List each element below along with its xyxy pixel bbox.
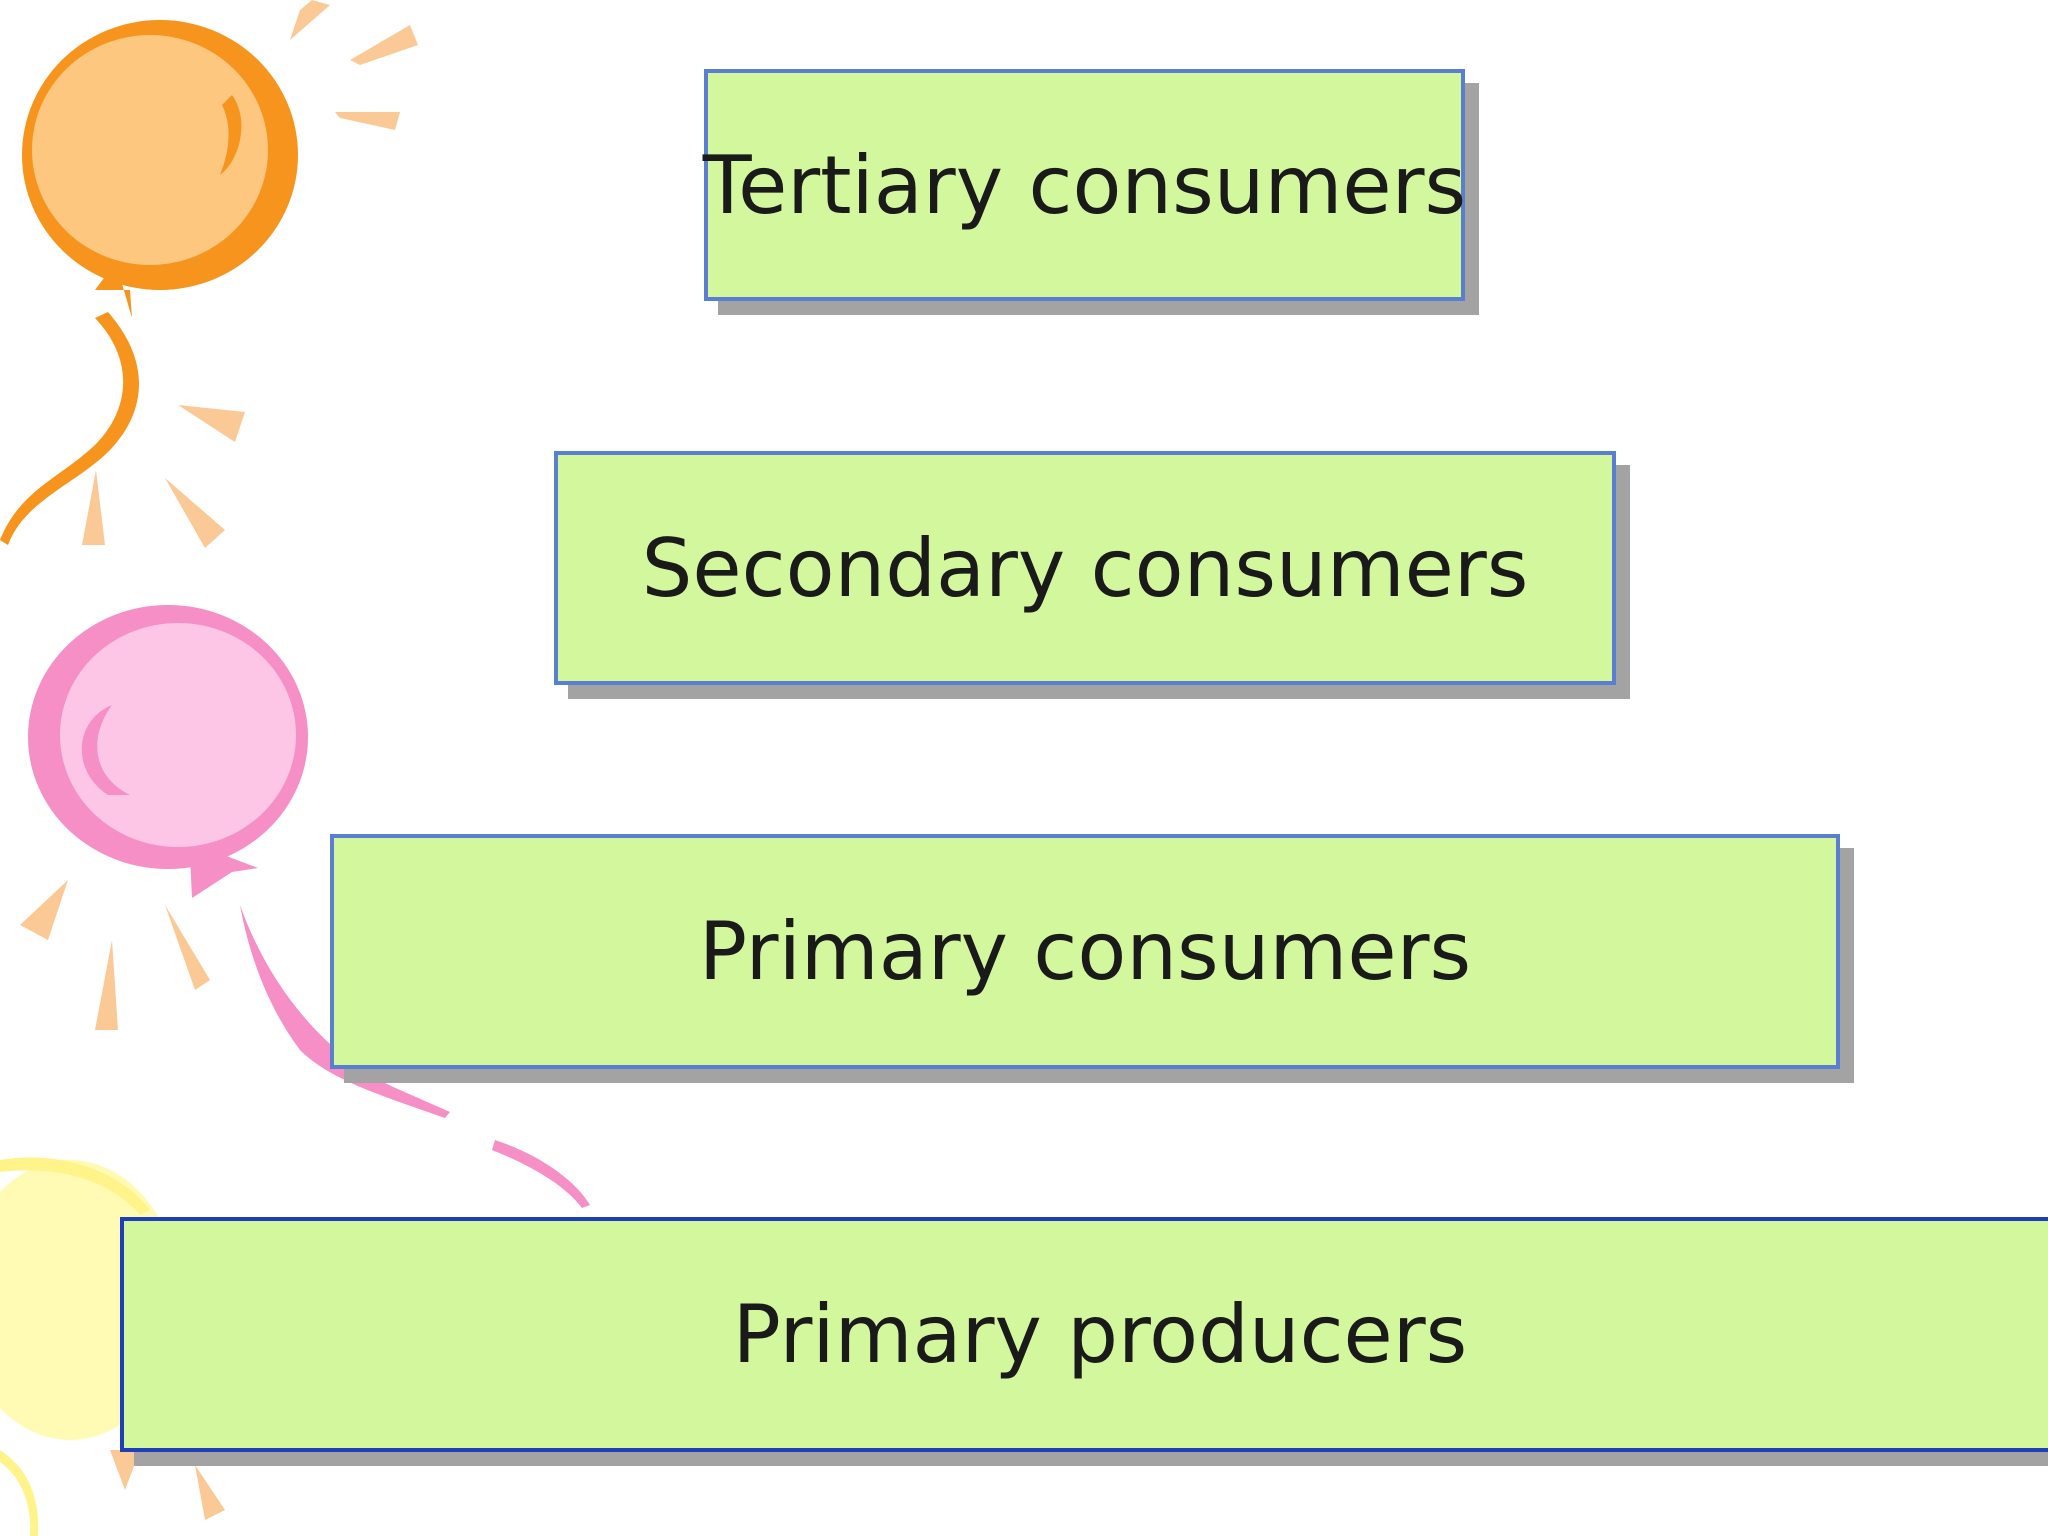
- level-primary-consumers: Primary consumers: [330, 834, 1840, 1069]
- level-primary-producers: Primary producers: [120, 1217, 2048, 1452]
- level-secondary-consumers: Secondary consumers: [554, 451, 1616, 685]
- orange-balloon-icon: [0, 0, 418, 548]
- level-tertiary-consumers: Tertiary consumers: [703, 69, 1466, 301]
